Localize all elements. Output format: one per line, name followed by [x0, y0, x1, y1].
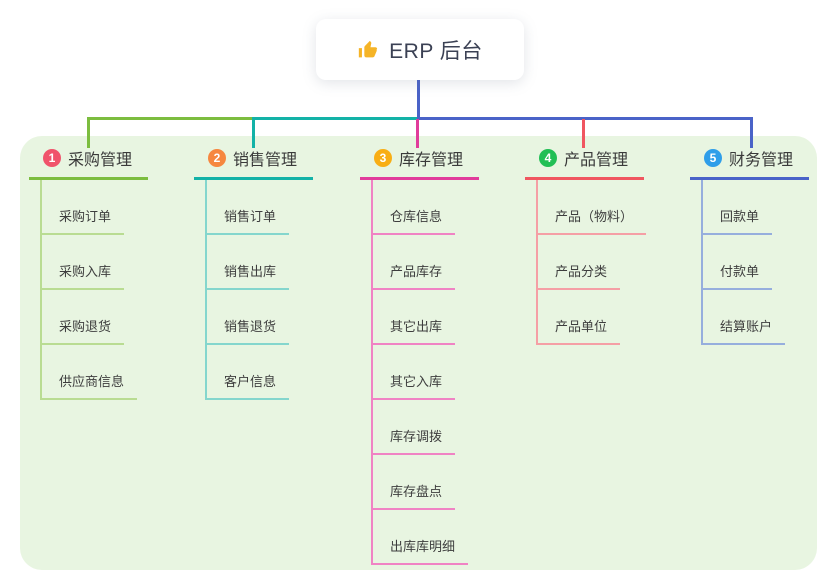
badge-3: 3: [374, 149, 392, 167]
child-node: 产品单位: [538, 290, 644, 345]
branch-label: 库存管理: [399, 152, 464, 169]
branch-product: 4 产品管理 产品（物料） 产品分类 产品单位: [525, 147, 647, 345]
branch-node-purchase[interactable]: 1 采购管理: [29, 147, 148, 180]
child-node-label[interactable]: 销售订单: [207, 206, 290, 235]
connector-drop-product: [582, 119, 585, 148]
child-node-label[interactable]: 出库库明细: [373, 536, 469, 565]
connector-bus-finance: [417, 117, 753, 120]
child-node-label[interactable]: 采购订单: [42, 206, 125, 235]
branch-children: 采购订单 采购入库 采购退货 供应商信息: [40, 180, 148, 400]
child-node-label[interactable]: 库存盘点: [373, 481, 456, 510]
child-node: 结算账户: [703, 290, 809, 345]
root-node-title: ERP 后台: [389, 39, 483, 63]
child-node: 其它入库: [373, 345, 479, 400]
branches-panel: [20, 136, 817, 570]
badge-4: 4: [539, 149, 557, 167]
connector-bus-sales: [252, 117, 418, 120]
branch-label: 销售管理: [233, 152, 298, 169]
badge-2: 2: [208, 149, 226, 167]
branch-node-finance[interactable]: 5 财务管理: [690, 147, 809, 180]
child-node-label[interactable]: 仓库信息: [373, 206, 456, 235]
connector-drop-inventory: [416, 119, 419, 148]
branch-label: 采购管理: [68, 152, 133, 169]
connector-drop-finance: [750, 117, 753, 148]
badge-5: 5: [704, 149, 722, 167]
child-node-label[interactable]: 库存调拨: [373, 426, 456, 455]
child-node: 产品分类: [538, 235, 644, 290]
child-node: 销售退货: [207, 290, 313, 345]
branch-children: 回款单 付款单 结算账户: [701, 180, 809, 345]
child-node: 仓库信息: [373, 180, 479, 235]
child-node: 采购退货: [42, 290, 148, 345]
child-node-label[interactable]: 结算账户: [703, 316, 786, 345]
child-node-label[interactable]: 客户信息: [207, 371, 290, 400]
child-node-label[interactable]: 产品单位: [538, 316, 621, 345]
branch-node-sales[interactable]: 2 销售管理: [194, 147, 313, 180]
child-node-label[interactable]: 采购退货: [42, 316, 125, 345]
branch-inventory: 3 库存管理 仓库信息 产品库存 其它出库 其它入库 库存调拨 库存盘点 出库库…: [360, 147, 479, 565]
badge-1: 1: [43, 149, 61, 167]
branch-node-product[interactable]: 4 产品管理: [525, 147, 644, 180]
child-node-label[interactable]: 产品库存: [373, 261, 456, 290]
child-node-label[interactable]: 销售退货: [207, 316, 290, 345]
connector-drop-sales: [252, 117, 255, 148]
root-node[interactable]: ERP 后台: [316, 19, 524, 80]
child-node-label[interactable]: 产品分类: [538, 261, 621, 290]
connector-bus-purchase: [87, 117, 254, 120]
branch-finance: 5 财务管理 回款单 付款单 结算账户: [690, 147, 809, 345]
child-node: 库存盘点: [373, 455, 479, 510]
connector-drop-purchase: [87, 117, 90, 148]
child-node: 采购入库: [42, 235, 148, 290]
branch-purchase: 1 采购管理 采购订单 采购入库 采购退货 供应商信息: [29, 147, 148, 400]
child-node: 客户信息: [207, 345, 313, 400]
branch-label: 财务管理: [729, 152, 794, 169]
child-node-label[interactable]: 付款单: [703, 261, 773, 290]
child-node-label[interactable]: 产品（物料）: [538, 206, 647, 235]
branch-children: 销售订单 销售出库 销售退货 客户信息: [205, 180, 313, 400]
child-node: 产品（物料）: [538, 180, 647, 235]
child-node: 回款单: [703, 180, 809, 235]
child-node: 销售出库: [207, 235, 313, 290]
child-node: 付款单: [703, 235, 809, 290]
branch-node-inventory[interactable]: 3 库存管理: [360, 147, 479, 180]
thumbs-up-icon: [357, 39, 379, 61]
child-node-label[interactable]: 其它出库: [373, 316, 456, 345]
connector-root-vertical: [417, 80, 420, 119]
branch-sales: 2 销售管理 销售订单 销售出库 销售退货 客户信息: [194, 147, 313, 400]
branch-children: 仓库信息 产品库存 其它出库 其它入库 库存调拨 库存盘点 出库库明细: [371, 180, 479, 565]
child-node-label[interactable]: 采购入库: [42, 261, 125, 290]
child-node: 产品库存: [373, 235, 479, 290]
branch-children: 产品（物料） 产品分类 产品单位: [536, 180, 647, 345]
child-node-label[interactable]: 回款单: [703, 206, 773, 235]
child-node: 库存调拨: [373, 400, 479, 455]
child-node-label[interactable]: 其它入库: [373, 371, 456, 400]
child-node: 其它出库: [373, 290, 479, 345]
branch-label: 产品管理: [564, 152, 629, 169]
child-node: 供应商信息: [42, 345, 148, 400]
child-node-label[interactable]: 供应商信息: [42, 371, 138, 400]
child-node: 出库库明细: [373, 510, 479, 565]
child-node-label[interactable]: 销售出库: [207, 261, 290, 290]
child-node: 采购订单: [42, 180, 148, 235]
child-node: 销售订单: [207, 180, 313, 235]
